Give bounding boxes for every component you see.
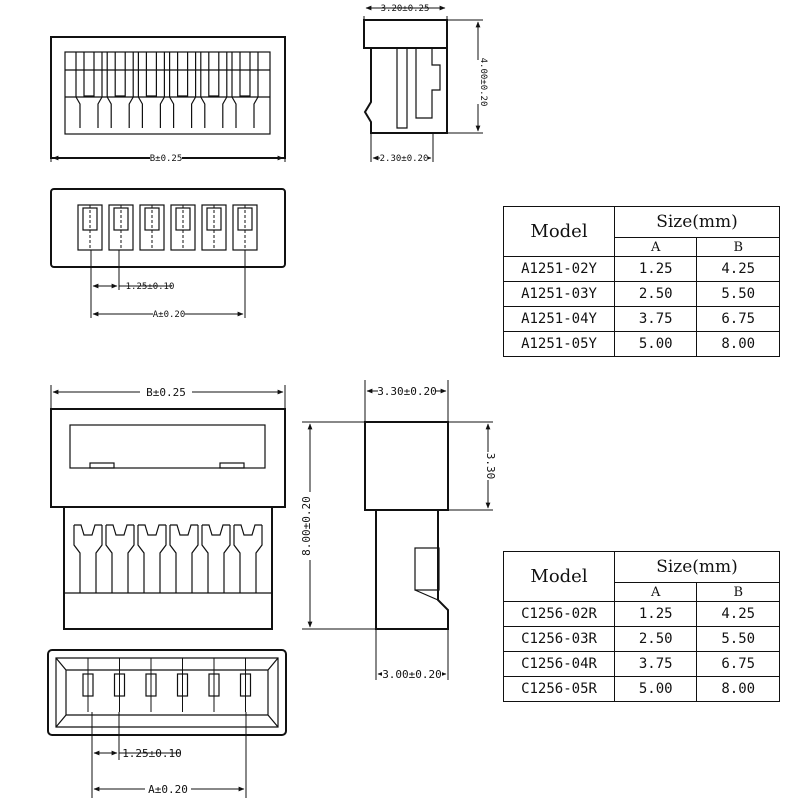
table-row: A1251-02Y 1.25 4.25: [503, 256, 780, 282]
size-a-cell: 5.00: [613, 331, 698, 357]
contact-finger: [169, 524, 199, 593]
contact-finger: [105, 524, 135, 593]
contact-slot: [200, 52, 228, 128]
top-front-width-dimension: B±0.25: [50, 151, 286, 164]
size-b-cell: 4.25: [696, 256, 780, 282]
top-front-width-label: B±0.25: [150, 154, 183, 164]
top-side-height-label: 4.00±0.20: [478, 58, 488, 107]
bottom-span-label: A±0.20: [148, 783, 188, 796]
top-front-view: [50, 36, 286, 159]
model-cell: A1251-02Y: [503, 256, 615, 282]
table-a-size-header: Size(mm): [614, 206, 780, 238]
size-b-cell: 5.50: [696, 626, 780, 652]
size-b-cell: 8.00: [696, 331, 780, 357]
bottom-side-depth-label: 3.00±0.20: [382, 668, 442, 681]
bottom-front-contacts: [73, 524, 263, 593]
model-cell: A1251-03Y: [503, 281, 615, 307]
size-a-cell: 3.75: [613, 306, 698, 332]
bottom-side-dimensions: 3.30±0.20 3.30 8.00±0.20 3.00±0.20: [300, 380, 497, 681]
size-a-cell: 2.50: [613, 626, 698, 652]
top-span-label: A±0.20: [153, 310, 186, 320]
size-b-cell: 5.50: [696, 281, 780, 307]
table-a-model-header: Model: [503, 206, 615, 257]
size-a-cell: 1.25: [613, 601, 698, 627]
contact-pin: [239, 673, 252, 697]
size-a-cell: 5.00: [613, 676, 698, 702]
size-b-cell: 4.25: [696, 601, 780, 627]
size-b-cell: 6.75: [696, 651, 780, 677]
contact-finger: [73, 524, 103, 593]
table-c-size-header: Size(mm): [614, 551, 780, 583]
bottom-side-height-label: 8.00±0.20: [300, 496, 313, 556]
contact-slot: [169, 52, 197, 128]
bottom-side-upper-label: 3.30: [484, 453, 497, 480]
size-a-cell: 1.25: [613, 256, 698, 282]
bottom-bottom-view: [47, 649, 287, 736]
table-a-col-b: B: [696, 237, 780, 257]
contact-pin: [82, 673, 94, 697]
contact-finger: [137, 524, 167, 593]
contact-finger: [201, 524, 231, 593]
size-b-cell: 8.00: [696, 676, 780, 702]
table-row: A1251-03Y 2.50 5.50: [503, 281, 780, 307]
table-row: C1256-02R 1.25 4.25: [503, 601, 780, 627]
bottom-pitch-label: 1.25±0.10: [122, 747, 182, 760]
contact-pin: [145, 673, 157, 697]
table-row: A1251-04Y 3.75 6.75: [503, 306, 780, 332]
top-bottom-contacts: [77, 204, 258, 251]
size-b-cell: 6.75: [696, 306, 780, 332]
contact-finger: [233, 524, 263, 593]
spec-table-a1251: Model Size(mm) A B A1251-02Y 1.25 4.25 A…: [503, 206, 780, 357]
spec-table-c1256: Model Size(mm) A B C1256-02R 1.25 4.25 C…: [503, 551, 780, 702]
bottom-bottom-contacts: [82, 658, 252, 712]
table-a-col-a: A: [613, 237, 698, 257]
bottom-side-width-label: 3.30±0.20: [377, 385, 437, 398]
model-cell: C1256-04R: [503, 651, 615, 677]
table-row: C1256-03R 2.50 5.50: [503, 626, 780, 652]
model-cell: C1256-05R: [503, 676, 615, 702]
model-cell: A1251-04Y: [503, 306, 615, 332]
size-a-cell: 2.50: [613, 281, 698, 307]
table-c-col-a: A: [613, 582, 698, 602]
bottom-bottom-dimensions: 1.25±0.10 A±0.20: [91, 712, 247, 798]
top-pitch-label: 1.25±0.10: [126, 282, 175, 292]
bottom-side-view: [364, 421, 449, 630]
bottom-front-view: [50, 408, 286, 630]
table-c-model-header: Model: [503, 551, 615, 602]
top-front-contacts: [65, 52, 270, 128]
table-row: C1256-04R 3.75 6.75: [503, 651, 780, 677]
table-row: A1251-05Y 5.00 8.00: [503, 331, 780, 357]
table-c-col-b: B: [696, 582, 780, 602]
top-bottom-view: [50, 188, 286, 268]
size-a-cell: 3.75: [613, 651, 698, 677]
model-cell: C1256-02R: [503, 601, 615, 627]
top-side-width-label: 3.20±0.25: [381, 4, 430, 14]
contact-slot: [75, 52, 103, 128]
model-cell: C1256-03R: [503, 626, 615, 652]
table-row: C1256-05R 5.00 8.00: [503, 676, 780, 702]
contact-pin: [113, 673, 126, 697]
contact-slot: [231, 52, 259, 128]
contact-pin: [176, 673, 189, 697]
top-side-depth-label: 2.30±0.20: [380, 154, 429, 164]
top-side-view: [363, 19, 448, 134]
top-side-dimensions: 3.20±0.25 4.00±0.20 2.30±0.20: [363, 4, 488, 164]
top-bottom-dimensions: 1.25±0.10 A±0.20: [90, 250, 246, 320]
bottom-front-width-dimension: B±0.25: [50, 384, 286, 409]
bottom-front-width-label: B±0.25: [146, 386, 186, 399]
model-cell: A1251-05Y: [503, 331, 615, 357]
contact-pin: [208, 673, 220, 697]
contact-slot: [106, 52, 134, 128]
contact-slot: [137, 52, 165, 128]
